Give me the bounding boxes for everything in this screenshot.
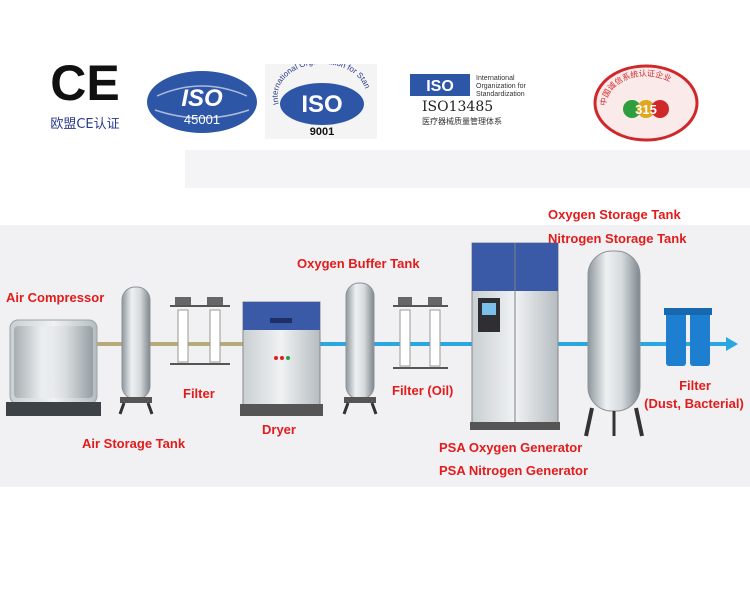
filter-1 [170,297,230,365]
label-oxygen-storage-tank: Oxygen Storage Tank [548,207,681,222]
iso-9001-logo: International Organization for Standardi… [263,57,377,139]
ce-mark-icon: CE 欧盟CE认证 [50,55,119,132]
svg-text:ISO13485: ISO13485 [422,99,493,115]
label-filter: Filter [183,386,215,401]
oxygen-nitrogen-storage-tank [584,250,644,437]
label-psa-nitrogen-generator: PSA Nitrogen Generator [439,463,589,478]
air-compressor [6,319,101,416]
iso-globe-icon [280,83,364,125]
label-filter-dust-line2: (Dust, Bacterial) [644,396,744,411]
svg-text:International: International [476,75,515,82]
svg-text:45001: 45001 [184,112,220,127]
filter-dust-bacterial [664,308,712,366]
iso-13485-logo: ISO International Organization for Stand… [408,72,568,127]
svg-text:CE: CE [50,62,119,111]
flow-arrow-icon [726,337,738,351]
badge-315-icon: 315 [635,102,657,117]
svg-text:Organization for: Organization for [476,83,526,90]
label-oxygen-buffer-tank: Oxygen Buffer Tank [297,256,420,271]
psa-generator [470,242,560,430]
svg-text:ISO: ISO [301,91,342,118]
filter-oil [393,297,448,369]
svg-text:Standardization: Standardization [476,91,525,98]
ce-logo: CE 欧盟CE认证 [30,55,140,137]
iso-45001-logo: ISO 45001 [145,70,260,135]
label-dryer: Dryer [262,422,296,437]
svg-text:欧盟CE认证: 欧盟CE认证 [50,117,119,132]
iso-box-icon [410,74,470,96]
divider-band [185,150,750,188]
label-psa-oxygen-generator: PSA Oxygen Generator [439,440,583,455]
certification-logos: CE 欧盟CE认证 ISO 45001 International Organi… [0,0,750,150]
label-air-compressor: Air Compressor [6,290,105,305]
svg-text:9001: 9001 [310,126,334,138]
label-nitrogen-storage-tank: Nitrogen Storage Tank [548,231,687,246]
svg-text:ISO: ISO [426,78,454,95]
label-air-storage-tank: Air Storage Tank [82,436,186,451]
label-filter-dust-line1: Filter [679,378,711,393]
svg-text:医疗器械质量管理体系: 医疗器械质量管理体系 [422,116,502,126]
iso-globe-icon [147,71,257,133]
oxygen-buffer-tank [342,282,378,415]
air-storage-tank [118,286,154,415]
svg-text:ISO: ISO [181,85,223,112]
dryer [240,301,323,416]
label-filter-oil: Filter (Oil) [392,383,454,398]
badge-315-logo: 中国诚信系统认证企业 315 [592,64,700,142]
